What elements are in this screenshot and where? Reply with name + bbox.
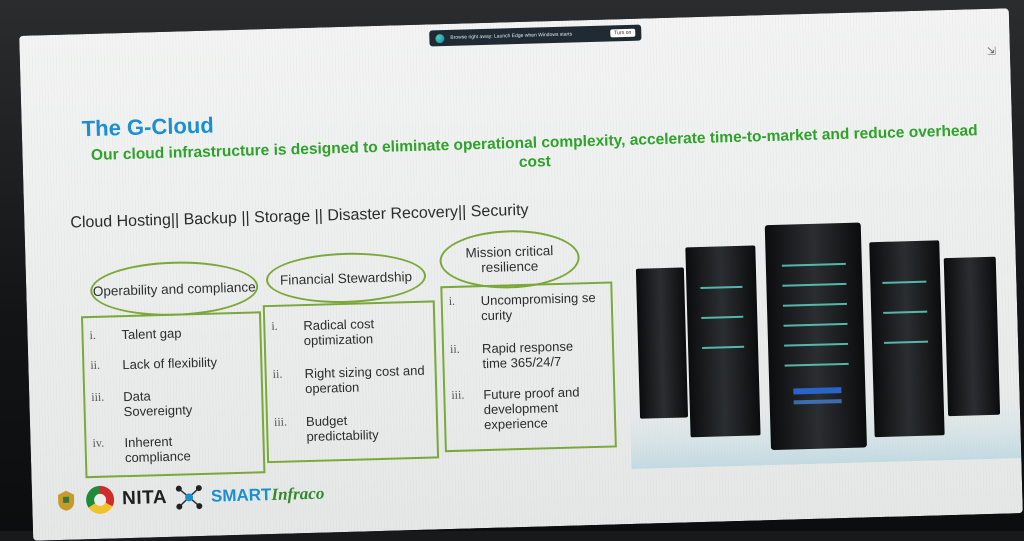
list-item: i. Uncompromising security [448, 289, 596, 324]
coat-of-arms-icon [57, 490, 75, 511]
footer-logos: NITA SMARTInfraco [54, 480, 325, 516]
list-item: iii. Data Sovereignty [91, 388, 193, 420]
pillar-box-financial: i. Radical cost optimization ii. Right s… [262, 300, 440, 464]
nita-logo-icon [85, 485, 115, 515]
list-item: ii. Right sizing cost and operation [272, 362, 425, 397]
pillar-heading-mission: Mission critical resilience [438, 228, 581, 291]
list-item: ii. Rapid response time 365/24/7 [449, 338, 574, 372]
projected-slide: Browse right away: Launch Edge when Wind… [19, 8, 1023, 541]
list-item: i. Talent gap [89, 325, 182, 343]
slide-title: The G-Cloud [81, 112, 215, 142]
pillar-box-mission: i. Uncompromising security ii. Rapid res… [440, 281, 617, 453]
edge-icon [435, 33, 445, 43]
edge-notification-bar: Browse right away: Launch Edge when Wind… [429, 24, 642, 47]
list-item: i. Radical cost optimization [271, 316, 375, 349]
slide-subtitle: Our cloud infrastructure is designed to … [90, 122, 978, 172]
turn-on-button[interactable]: Turn on [610, 28, 636, 38]
notification-text: Browse right away: Launch Edge when Wind… [450, 31, 573, 41]
list-item: iv. Inherent compliance [92, 433, 191, 466]
list-item: iii. Budget predictability [273, 412, 379, 445]
pillar-box-operability: i. Talent gap ii. Lack of flexibility ii… [80, 311, 266, 479]
list-item: ii. Lack of flexibility [90, 354, 218, 373]
list-item: iii. Future proof and development experi… [451, 384, 580, 433]
network-nodes-icon [175, 485, 203, 510]
pillar-heading-operability: Operability and compliance [89, 259, 259, 319]
services-list: Cloud Hosting|| Backup || Storage || Dis… [70, 201, 529, 232]
nita-logo-text: NITA [121, 486, 168, 510]
cursor-icon: ⇲ [986, 45, 997, 58]
server-racks-image [629, 222, 1022, 469]
pillar-heading-financial: Financial Stewardship [265, 250, 427, 306]
smart-infraco-logo: SMARTInfraco [210, 483, 325, 506]
